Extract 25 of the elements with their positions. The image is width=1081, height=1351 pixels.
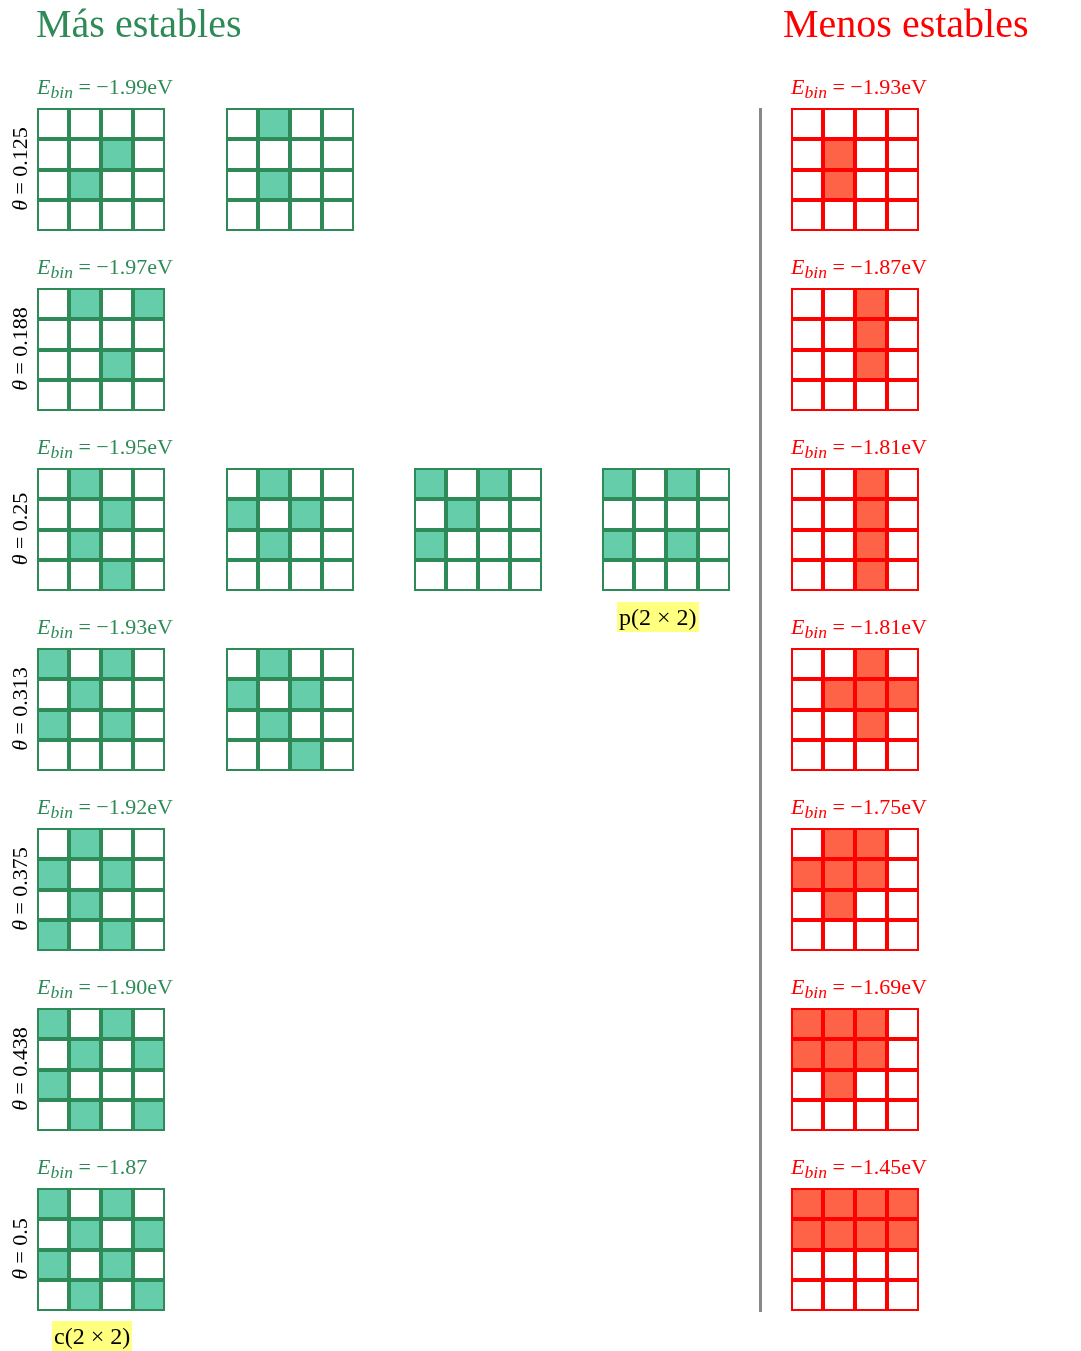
energy-label: E$_{bin}$ = −1.93eV [37, 616, 173, 638]
structure-label: c(2 × 2) [52, 1321, 133, 1351]
energy-label: E$_{bin}$ = −1.90eV [37, 976, 173, 998]
energy-label: E$_{bin}$ = −1.81eV [791, 616, 927, 638]
column-heading: Menos estables [783, 4, 1029, 44]
coverage-label: θ = 0.188 [9, 307, 31, 391]
energy-label: E$_{bin}$ = −1.81eV [791, 436, 927, 458]
coverage-label: θ = 0.125 [9, 127, 31, 211]
column-heading: Más estables [36, 4, 242, 44]
energy-label: E$_{bin}$ = −1.69eV [791, 976, 927, 998]
energy-label: E$_{bin}$ = −1.75eV [791, 796, 927, 818]
energy-label: E$_{bin}$ = −1.95eV [37, 436, 173, 458]
energy-label: E$_{bin}$ = −1.99eV [37, 76, 173, 98]
energy-label: E$_{bin}$ = −1.45eV [791, 1156, 927, 1178]
structure-label: p(2 × 2) [617, 602, 699, 632]
energy-label: E$_{bin}$ = −1.93eV [791, 76, 927, 98]
energy-label: E$_{bin}$ = −1.87eV [791, 256, 927, 278]
coverage-label: θ = 0.313 [9, 667, 31, 751]
coverage-label: θ = 0.375 [9, 847, 31, 931]
coverage-label: θ = 0.438 [9, 1027, 31, 1111]
coverage-label: θ = 0.5 [9, 1218, 31, 1280]
energy-label: E$_{bin}$ = −1.87 [37, 1156, 148, 1178]
energy-label: E$_{bin}$ = −1.92eV [37, 796, 173, 818]
coverage-label: θ = 0.25 [9, 492, 31, 566]
energy-label: E$_{bin}$ = −1.97eV [37, 256, 173, 278]
